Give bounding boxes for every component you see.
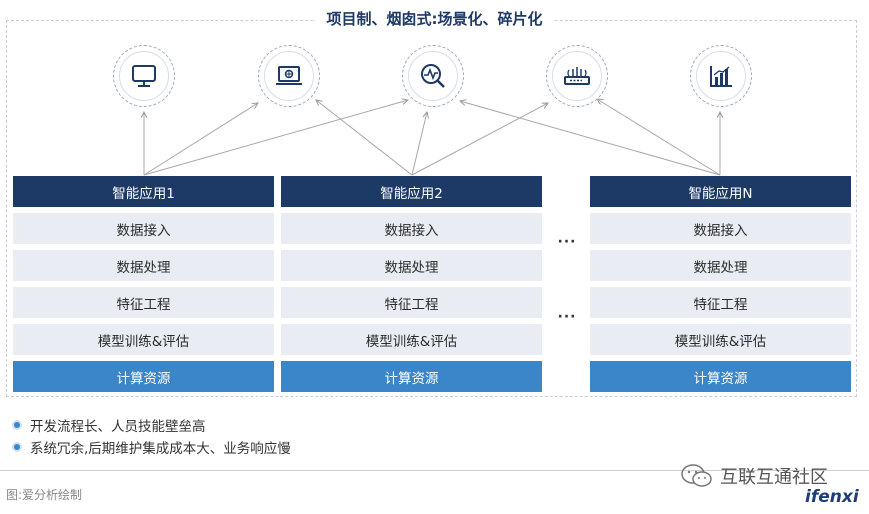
app-title: 智能应用1 — [13, 176, 274, 207]
issue-list: 开发流程长、人员技能壁垒高 系统冗余,后期维护集成成本大、业务响应慢 — [14, 414, 291, 458]
layer-data-ingest: 数据接入 — [13, 213, 274, 244]
app-stack-1: 智能应用1 数据接入 数据处理 特征工程 模型训练&评估 计算资源 — [13, 176, 274, 398]
bullet-dot-icon — [14, 444, 20, 450]
monitor-icon-circle — [113, 45, 175, 107]
layer-data-processing: 数据处理 — [281, 250, 542, 281]
laptop-icon — [276, 66, 302, 85]
search-analytics-icon-circle — [402, 45, 464, 107]
layer-feature-engineering: 特征工程 — [590, 287, 851, 318]
bullet-dot-icon — [14, 422, 20, 428]
watermark: 互联互通社区 — [680, 463, 828, 489]
brand-logo: ifenxi — [805, 487, 859, 507]
layer-feature-engineering: 特征工程 — [13, 287, 274, 318]
monitor-icon — [132, 65, 156, 87]
ellipsis: ··· — [557, 309, 577, 325]
wechat-icon — [681, 464, 712, 487]
layer-data-processing: 数据处理 — [590, 250, 851, 281]
router-icon-circle — [546, 45, 608, 107]
layer-data-ingest: 数据接入 — [281, 213, 542, 244]
watermark-text: 互联互通社区 — [720, 467, 828, 488]
bar-chart-icon — [710, 66, 732, 87]
layer-data-ingest: 数据接入 — [590, 213, 851, 244]
layer-feature-engineering: 特征工程 — [281, 287, 542, 318]
list-item: 系统冗余,后期维护集成成本大、业务响应慢 — [14, 436, 291, 458]
list-item: 开发流程长、人员技能壁垒高 — [14, 414, 291, 436]
divider — [0, 470, 869, 471]
layer-compute: 计算资源 — [281, 361, 542, 392]
bar-chart-icon-circle — [690, 45, 752, 107]
laptop-icon-circle — [258, 45, 320, 107]
layer-compute: 计算资源 — [590, 361, 851, 392]
search-analytics-icon — [421, 64, 445, 88]
app-title: 智能应用N — [590, 176, 851, 207]
app-stack-2: 智能应用2 数据接入 数据处理 特征工程 模型训练&评估 计算资源 — [281, 176, 542, 398]
layer-model-training: 模型训练&评估 — [13, 324, 274, 355]
source-caption: 图:爱分析绘制 — [6, 488, 83, 502]
app-stack-n: 智能应用N 数据接入 数据处理 特征工程 模型训练&评估 计算资源 — [590, 176, 851, 398]
layer-data-processing: 数据处理 — [13, 250, 274, 281]
diagram-title: 项目制、烟囱式:场景化、碎片化 — [0, 8, 869, 29]
app-title: 智能应用2 — [281, 176, 542, 207]
layer-model-training: 模型训练&评估 — [590, 324, 851, 355]
ellipsis: ··· — [557, 234, 577, 250]
layer-model-training: 模型训练&评估 — [281, 324, 542, 355]
router-icon — [564, 67, 590, 85]
layer-compute: 计算资源 — [13, 361, 274, 392]
